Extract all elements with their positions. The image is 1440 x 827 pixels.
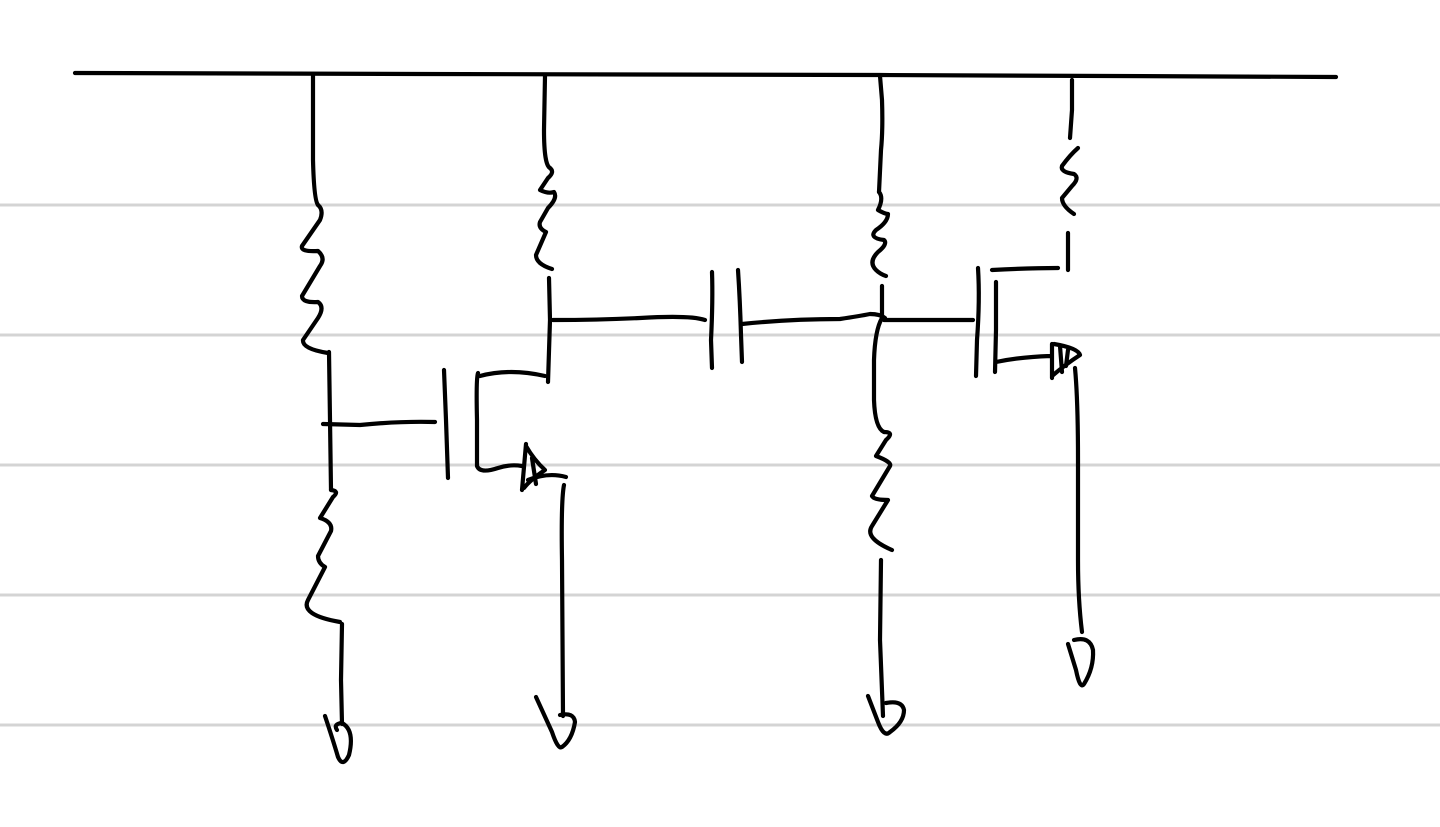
wire-rail-to-bias-2 [876, 73, 885, 195]
mosfet-1-channel [474, 370, 525, 473]
wire-drain-1 [545, 275, 553, 385]
wire-to-ground-1 [338, 621, 345, 727]
wire-rail-to-rd-2 [1067, 77, 1075, 141]
mosfet-1-gate-plate [441, 367, 451, 481]
wire-to-ground-3 [877, 557, 886, 719]
wire-to-ground-4 [1072, 365, 1085, 635]
ground-3 [865, 693, 907, 736]
mosfet-1-source-arrow [519, 441, 569, 493]
ground-4 [1065, 637, 1096, 688]
mosfet-2-channel [992, 279, 999, 375]
wire-drain-to-cap [550, 314, 708, 323]
mosfet-2-drain-stub [989, 265, 1061, 273]
bias-resistor-bottom-2 [868, 429, 895, 553]
wire-rail-to-bias-1 [310, 72, 321, 208]
mosfet-1-drain-stub [477, 369, 548, 379]
wire-bias-node-1 [326, 349, 334, 493]
supply-rail [72, 70, 1339, 80]
ground-1 [322, 713, 353, 765]
bias-resistor-top-1 [299, 202, 331, 356]
mosfet-2-source-arrow [993, 341, 1083, 381]
drain-resistor-1 [533, 165, 558, 272]
bias-resistor-bottom-1 [304, 487, 343, 625]
mosfet-2-gate-plate [973, 265, 981, 379]
bias-resistor-top-2 [870, 189, 891, 279]
drain-resistor-2 [1059, 145, 1081, 217]
ruled-lines [0, 203, 1440, 727]
ground-2 [533, 694, 578, 750]
wire-cap-to-stage2 [739, 311, 888, 327]
coupling-capacitor-plate-left [708, 269, 715, 371]
coupling-capacitor-plate-right [735, 267, 745, 365]
wire-rail-to-rd-1 [541, 73, 553, 171]
wire-to-ground-2 [559, 482, 567, 719]
gate-wire-1 [320, 419, 438, 428]
wire-bias-node-2 [871, 283, 887, 435]
